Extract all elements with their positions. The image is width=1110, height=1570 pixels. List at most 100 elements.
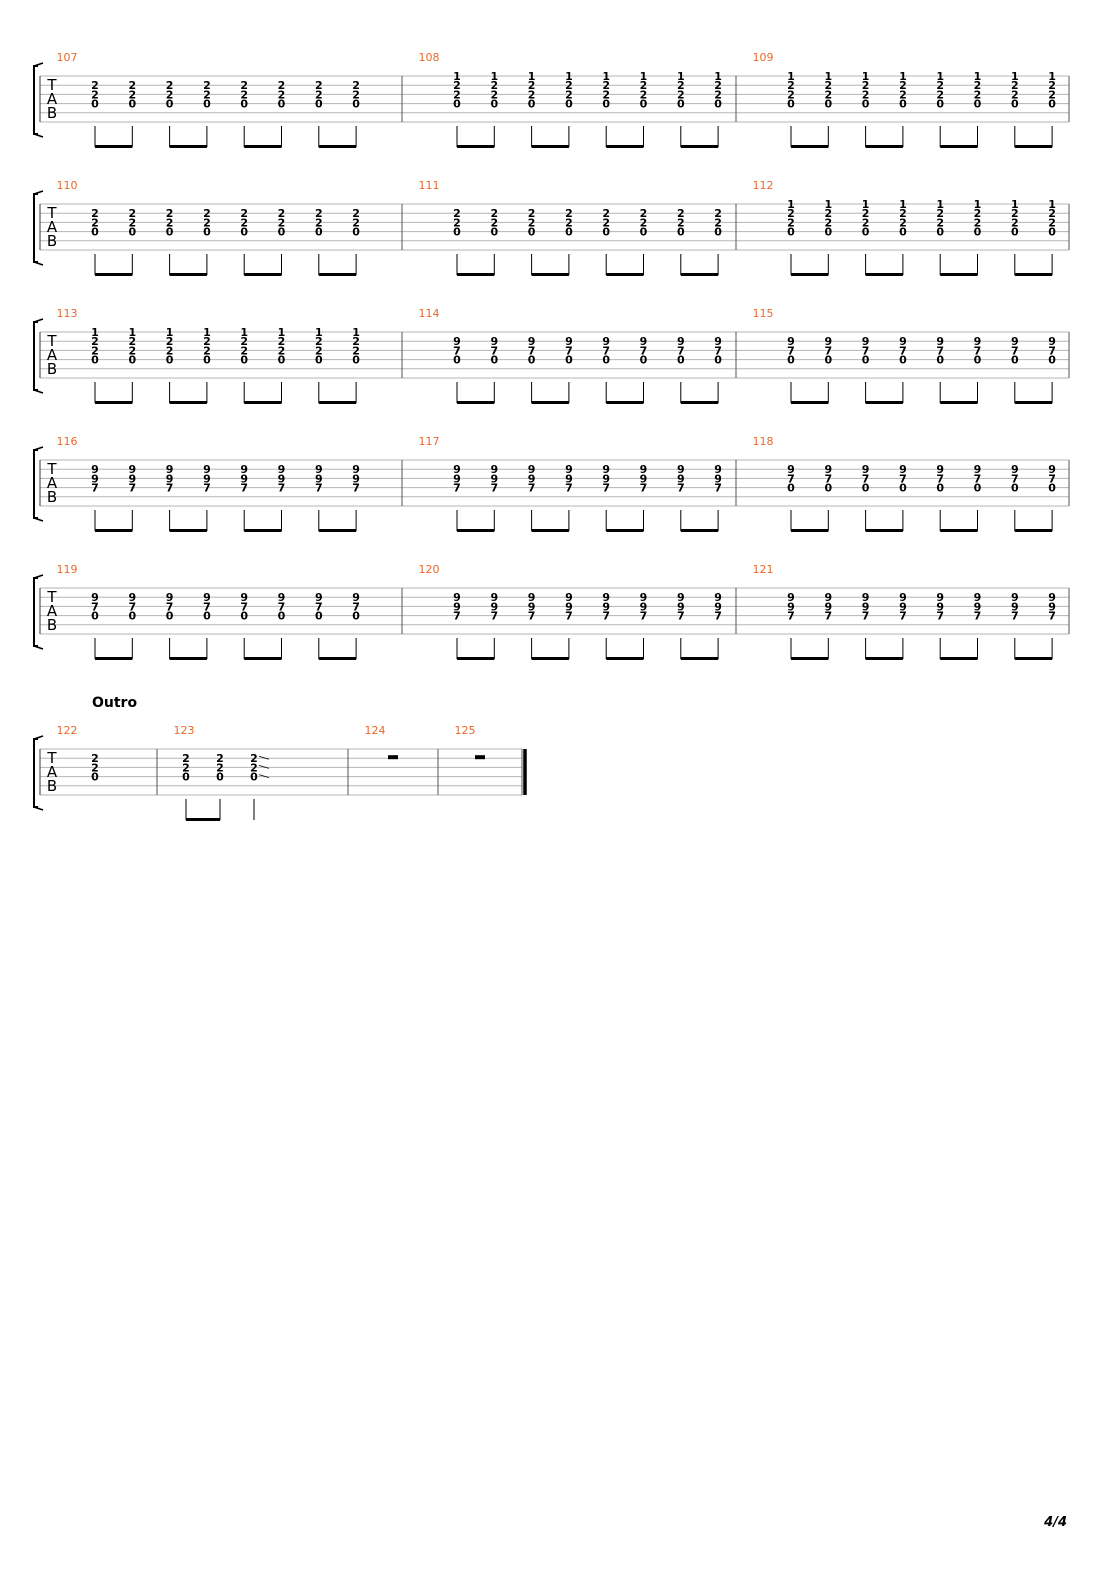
bar-number: 120 [419, 563, 440, 576]
fret-number: 2 [677, 79, 685, 92]
fret-number: 7 [528, 482, 536, 495]
tab-clef-letter: T [46, 749, 57, 767]
fret-number: 7 [677, 344, 685, 357]
fret-number: 2 [862, 216, 870, 229]
fret-number: 0 [240, 98, 248, 111]
fret-number: 9 [1048, 591, 1056, 604]
tab-clef-letter: B [47, 777, 57, 795]
fret-number: 2 [714, 216, 722, 229]
bar-number: 111 [419, 179, 440, 192]
fret-number: 9 [899, 600, 907, 613]
fret-number: 0 [1011, 226, 1019, 239]
beam [940, 273, 978, 276]
fret-number: 7 [602, 610, 610, 623]
fret-number: 2 [677, 88, 685, 101]
fret-number: 7 [936, 472, 944, 485]
fret-number: 7 [166, 482, 174, 495]
fret-number: 9 [240, 472, 248, 485]
beam [95, 145, 133, 148]
fret-number: 2 [453, 207, 461, 220]
fret-number: 0 [565, 354, 573, 367]
fret-number: 9 [714, 472, 722, 485]
fret-number: 9 [1011, 591, 1019, 604]
fret-number: 9 [640, 335, 648, 348]
fret-number: 2 [240, 79, 248, 92]
fret-number: 2 [91, 761, 99, 774]
bar-number: 117 [419, 435, 440, 448]
fret-number: 9 [490, 463, 498, 476]
fret-number: 9 [602, 591, 610, 604]
fret-number: 2 [602, 207, 610, 220]
fret-number: 9 [453, 600, 461, 613]
fret-number: 9 [453, 472, 461, 485]
fret-number: 0 [166, 226, 174, 239]
fret-number: 0 [203, 98, 211, 111]
fret-number: 1 [899, 70, 907, 83]
fret-number: 0 [278, 226, 286, 239]
fret-number: 9 [602, 463, 610, 476]
fret-number: 2 [91, 216, 99, 229]
beam [244, 145, 282, 148]
beam [940, 401, 978, 404]
bracket-hook-bottom [33, 261, 44, 266]
slide-mark [258, 765, 270, 769]
system-bracket [33, 65, 38, 135]
beam [680, 401, 719, 404]
fret-number: 9 [1011, 335, 1019, 348]
fret-number: 9 [490, 591, 498, 604]
fret-number: 2 [315, 335, 323, 348]
fret-number: 0 [640, 98, 648, 111]
fret-number: 1 [565, 70, 573, 83]
beam [531, 145, 569, 148]
fret-number: 2 [640, 207, 648, 220]
fret-number: 7 [1011, 472, 1019, 485]
fret-number: 9 [714, 463, 722, 476]
fret-number: 9 [936, 591, 944, 604]
bar-number: 107 [57, 51, 78, 64]
fret-number: 9 [528, 335, 536, 348]
beam [680, 273, 719, 276]
tab-clef-letter: B [47, 488, 57, 506]
fret-number: 2 [453, 79, 461, 92]
fret-number: 2 [91, 344, 99, 357]
fret-number: 9 [166, 591, 174, 604]
beam [318, 401, 357, 404]
tab-clef-letter: T [46, 76, 57, 94]
bar-number: 113 [57, 307, 78, 320]
beam [940, 657, 978, 660]
fret-number: 7 [490, 344, 498, 357]
fret-number: 2 [565, 79, 573, 92]
fret-number: 0 [91, 610, 99, 623]
fret-number: 7 [602, 482, 610, 495]
fret-number: 1 [91, 326, 99, 339]
bar-number: 125 [455, 724, 476, 737]
fret-number: 2 [936, 88, 944, 101]
fret-number: 9 [166, 463, 174, 476]
fret-number: 9 [824, 463, 832, 476]
fret-number: 7 [936, 610, 944, 623]
fret-number: 2 [1011, 216, 1019, 229]
fret-number: 2 [240, 344, 248, 357]
fret-number: 7 [278, 600, 286, 613]
fret-number: 9 [677, 335, 685, 348]
fret-number: 1 [677, 70, 685, 83]
fret-number: 2 [528, 88, 536, 101]
fret-number: 9 [936, 463, 944, 476]
fret-number: 1 [490, 70, 498, 83]
beam [457, 145, 495, 148]
fret-number: 9 [1011, 463, 1019, 476]
fret-number: 7 [128, 600, 136, 613]
fret-number: 1 [240, 326, 248, 339]
tab-clef-letter: A [47, 602, 58, 620]
fret-number: 2 [528, 216, 536, 229]
fret-number: 9 [203, 591, 211, 604]
bar-number: 124 [365, 724, 386, 737]
beam [791, 529, 829, 532]
fret-number: 9 [490, 472, 498, 485]
bracket-hook-bottom [33, 517, 44, 522]
beam [95, 657, 133, 660]
tab-clef-letter: B [47, 616, 57, 634]
fret-number: 7 [490, 610, 498, 623]
fret-number: 0 [824, 226, 832, 239]
